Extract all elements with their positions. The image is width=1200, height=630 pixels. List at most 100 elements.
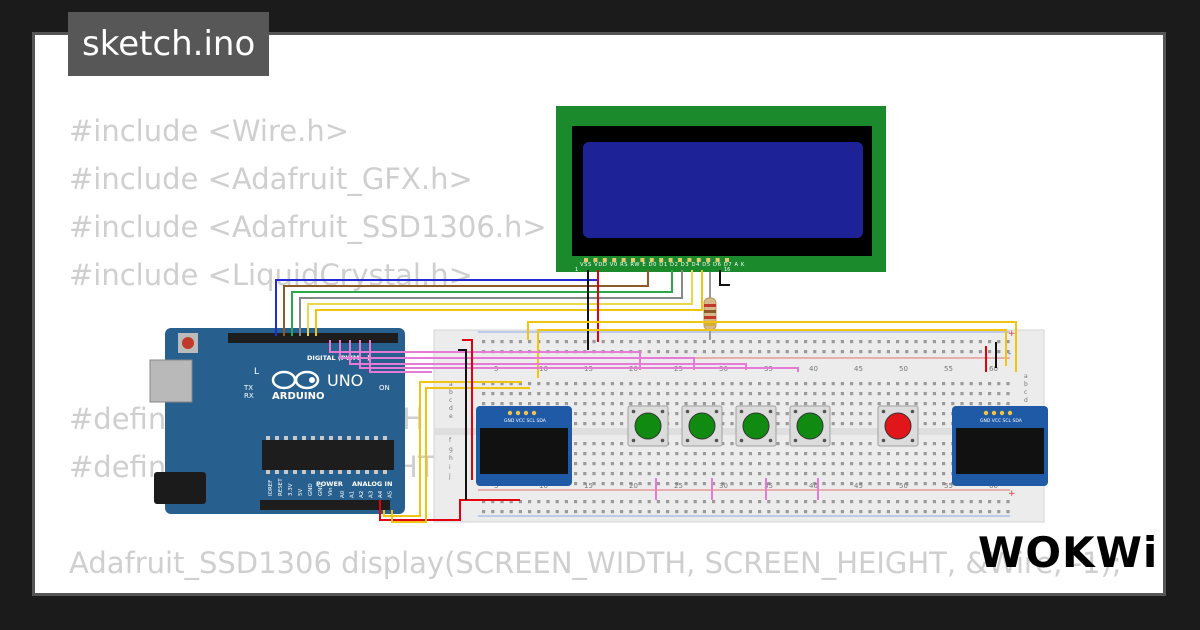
analog-pin-label: A0: [340, 490, 346, 498]
breadboard-hole: [951, 340, 955, 344]
breadboard-hole: [730, 402, 734, 406]
breadboard-hole: [942, 412, 946, 416]
breadboard-hole: [721, 340, 725, 344]
lcd-pin: [725, 258, 729, 262]
breadboard-hole: [785, 500, 789, 504]
breadboard-hole: [555, 340, 559, 344]
column-number-bottom: 15: [584, 482, 593, 490]
breadboard-hole: [942, 472, 946, 476]
lcd-pin: [631, 258, 635, 262]
oled-right[interactable]: GND VCC SCL SDA: [952, 406, 1048, 486]
breadboard-hole: [675, 500, 679, 504]
breadboard-hole: [583, 452, 587, 456]
breadboard-hole: [666, 500, 670, 504]
chip-leg: [266, 436, 270, 440]
oled-left[interactable]: GND VCC SCL SDA: [476, 406, 572, 486]
breadboard-hole: [905, 340, 909, 344]
breadboard-hole: [712, 472, 716, 476]
breadboard-hole: [785, 412, 789, 416]
breadboard-hole: [509, 340, 513, 344]
breadboard-hole: [932, 452, 936, 456]
pushbutton-cap[interactable]: [742, 412, 770, 440]
pushbutton-screw: [910, 409, 915, 414]
breadboard-hole: [914, 510, 918, 514]
breadboard-hole: [813, 482, 817, 486]
breadboard-hole: [491, 500, 495, 504]
breadboard-hole: [850, 472, 854, 476]
breadboard-hole: [693, 382, 697, 386]
breadboard-hole: [859, 462, 863, 466]
breadboard-hole: [675, 350, 679, 354]
chip-leg: [338, 470, 342, 474]
breadboard-hole: [758, 472, 762, 476]
breadboard-hole: [675, 442, 679, 446]
pushbutton[interactable]: [681, 405, 723, 447]
breadboard-hole: [638, 472, 642, 476]
pushbutton[interactable]: [789, 405, 831, 447]
breadboard-hole: [785, 482, 789, 486]
breadboard-hole: [482, 340, 486, 344]
row-letter-bottom: g: [449, 446, 453, 453]
breadboard-hole: [758, 350, 762, 354]
breadboard-hole: [794, 500, 798, 504]
lcd-module[interactable]: VSS VDD V0 RS RW E D0 D1 D2 D3 D4 D5 D6 …: [556, 106, 886, 273]
breadboard-hole: [601, 510, 605, 514]
breadboard-hole: [804, 500, 808, 504]
breadboard-hole: [813, 382, 817, 386]
breadboard-hole: [638, 382, 642, 386]
breadboard-hole: [666, 382, 670, 386]
breadboard-hole: [647, 392, 651, 396]
chip-leg: [347, 436, 351, 440]
pushbutton[interactable]: [735, 405, 777, 447]
breadboard-hole: [509, 500, 513, 504]
pushbutton-cap[interactable]: [884, 412, 912, 440]
breadboard-hole: [767, 510, 771, 514]
breadboard-hole: [868, 462, 872, 466]
breadboard-hole: [620, 482, 624, 486]
breadboard-hole: [804, 392, 808, 396]
file-tab-title[interactable]: sketch.ino: [68, 12, 270, 76]
breadboard-hole: [850, 402, 854, 406]
breadboard-hole: [804, 452, 808, 456]
breadboard-hole: [850, 482, 854, 486]
breadboard-hole: [518, 500, 522, 504]
breadboard-hole: [739, 382, 743, 386]
breadboard-hole: [942, 482, 946, 486]
row-letters-top: aabbccddee: [449, 373, 1028, 420]
pushbutton-screw: [822, 438, 827, 443]
arduino-uno[interactable]: L TX RX UNO ARDUINO ON DIGITAL (PWM ~) P…: [149, 328, 405, 514]
breadboard-hole: [877, 402, 881, 406]
usb-port: [149, 359, 193, 403]
reset-button[interactable]: [182, 337, 194, 349]
column-number-bottom: 40: [809, 482, 818, 490]
led-l-label: L: [254, 367, 259, 377]
oled-right-screen: [956, 428, 1044, 474]
breadboard-hole: [620, 442, 624, 446]
breadboard-hole: [859, 402, 863, 406]
pushbutton-cap[interactable]: [634, 412, 662, 440]
breadboard-hole: [813, 472, 817, 476]
chip-leg: [302, 436, 306, 440]
breadboard-hole: [509, 402, 513, 406]
breadboard-hole: [546, 510, 550, 514]
breadboard-hole: [656, 382, 660, 386]
breadboard-hole: [868, 500, 872, 504]
breadboard-hole: [739, 402, 743, 406]
pushbutton[interactable]: [627, 405, 669, 447]
power-pin-label: IOREF: [268, 480, 274, 496]
breadboard-hole: [748, 482, 752, 486]
code-line: #include <Adafruit_GFX.h>: [69, 162, 473, 196]
breadboard-hole: [942, 442, 946, 446]
pushbutton[interactable]: [877, 405, 919, 447]
breadboard-hole: [988, 350, 992, 354]
breadboard-hole: [574, 422, 578, 426]
power-label: POWER: [316, 480, 343, 488]
breadboard-hole: [638, 340, 642, 344]
breadboard-hole: [997, 402, 1001, 406]
pushbutton-cap[interactable]: [688, 412, 716, 440]
breadboard-hole: [896, 462, 900, 466]
breadboard-hole: [638, 510, 642, 514]
pushbutton-cap[interactable]: [796, 412, 824, 440]
breadboard-hole: [905, 500, 909, 504]
power-analog-header: [260, 500, 390, 510]
